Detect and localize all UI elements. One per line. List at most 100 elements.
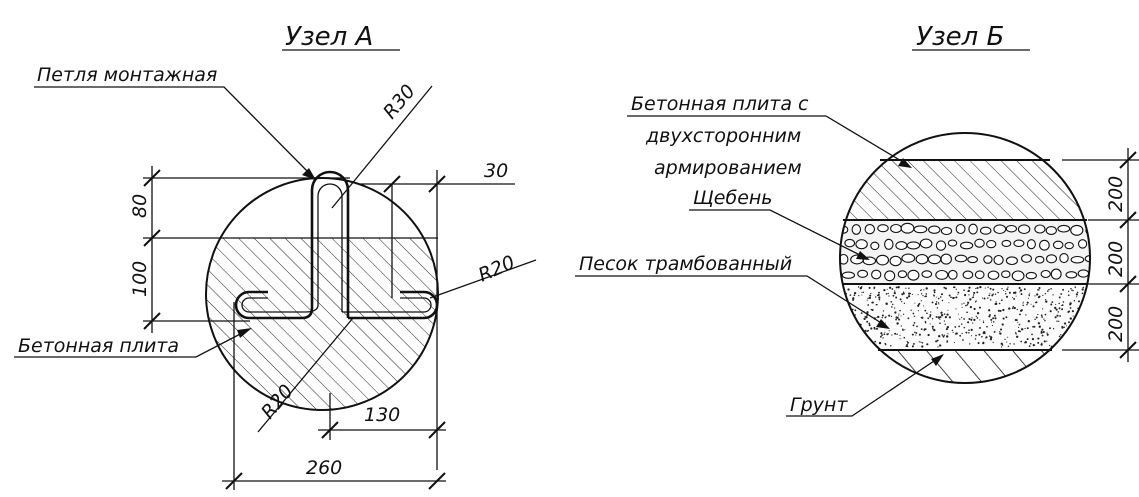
sand-dot [1069,317,1072,320]
sand-dot [1001,287,1003,290]
sand-dot [966,301,970,304]
sand-dot [966,311,968,314]
gravel-stone [884,238,894,250]
sand-dot [1022,304,1024,307]
sand-dot [1051,301,1054,304]
loop-leader [34,86,313,177]
sand-dot [1038,325,1041,328]
sand-dot [858,295,860,297]
sand-dot [957,291,960,294]
sand-dot [885,293,888,295]
sand-dot [1002,289,1005,292]
sand-dot [982,341,985,344]
sand-dot [864,344,867,347]
sand-dot [1080,345,1083,348]
sand-dot [988,294,991,297]
sand-dot [960,323,963,325]
loop-label: Петля монтажная [37,64,217,86]
sand-dot [840,312,841,314]
sand-dot [944,323,946,325]
sand-dot [862,291,865,294]
gravel-stone [1017,224,1031,235]
sand-dot [952,296,955,300]
dim-30-tick-left [383,175,401,193]
sand-dot [946,335,949,338]
dim-80-tick-mid [143,229,161,247]
gravel-stone [1026,239,1036,250]
sand-dot [920,293,923,295]
sand-dot [903,336,906,339]
sand-dot [1041,316,1043,318]
sand-dot [1069,328,1071,330]
sand-dot [854,309,857,312]
dim-30-tick-right [428,175,446,193]
sand-dot [1074,286,1077,288]
sand-dot [884,342,887,345]
sand-dot [955,288,957,290]
sand-dot [959,318,961,320]
sand-dot [1024,341,1027,344]
gravel-stone [1025,271,1037,280]
gravel-stone [968,223,978,235]
sand-dot [863,344,866,347]
gravel-stone [897,270,908,279]
sand-dot [1041,334,1044,337]
sand-dot [1022,301,1024,303]
gravel-stone [1059,253,1069,264]
sand-dot [1058,307,1061,310]
sand-dot [931,318,934,320]
sand-dot [948,316,952,319]
gravel-stone [1013,239,1025,248]
sand-dot [995,302,998,306]
gravel-stone [987,270,1000,280]
sand-dot [908,287,910,289]
sand-dot [884,331,886,333]
sand-dot [988,315,991,318]
sand-dot [947,326,950,328]
sand-dot [1000,342,1003,345]
sand-dot [1001,346,1003,348]
sand-dot [845,318,848,321]
sand-dot [852,297,855,300]
sand-dot [1058,335,1061,338]
sand-dot [1062,301,1065,303]
sand-dot [1082,326,1085,329]
sand-dot [1071,343,1073,345]
sand-label: Песок трамбованный [579,253,792,275]
gravel-leader-arrow [856,251,870,260]
sand-dot [1075,293,1079,296]
sand-dot [961,303,963,305]
gravel-stone [857,269,869,278]
sand-dot [940,314,944,317]
sand-dot [1015,295,1017,297]
sand-dot [1015,319,1018,322]
dim-b-200-mid: 200 [1105,241,1127,277]
sand-dot [840,287,841,289]
sand-dot [1019,323,1021,325]
sand-dot [921,342,924,344]
sand-dot [860,312,863,315]
sand-dot [867,297,869,300]
sand-dot [903,302,906,304]
sand-dot [936,307,939,309]
sand-dot [1073,299,1076,302]
sand-dot [844,319,847,322]
sand-dot [1089,295,1090,298]
sand-dot [972,296,975,299]
sand-dot [1038,289,1040,291]
sand-dot [944,316,948,319]
slab-hatch-b [840,160,1090,220]
sand-dot [988,335,991,337]
sand-dot [957,313,959,315]
sand-dot [937,346,939,348]
sand-dot [911,293,913,295]
sand-dot [892,294,895,297]
sand-leader-arrow [876,319,890,329]
sand-dot [923,289,925,291]
sand-dot [880,333,882,335]
sand-dot [981,297,984,299]
sand-dot [898,315,900,317]
sand-dot [911,345,914,348]
sand-dot [1071,310,1074,313]
